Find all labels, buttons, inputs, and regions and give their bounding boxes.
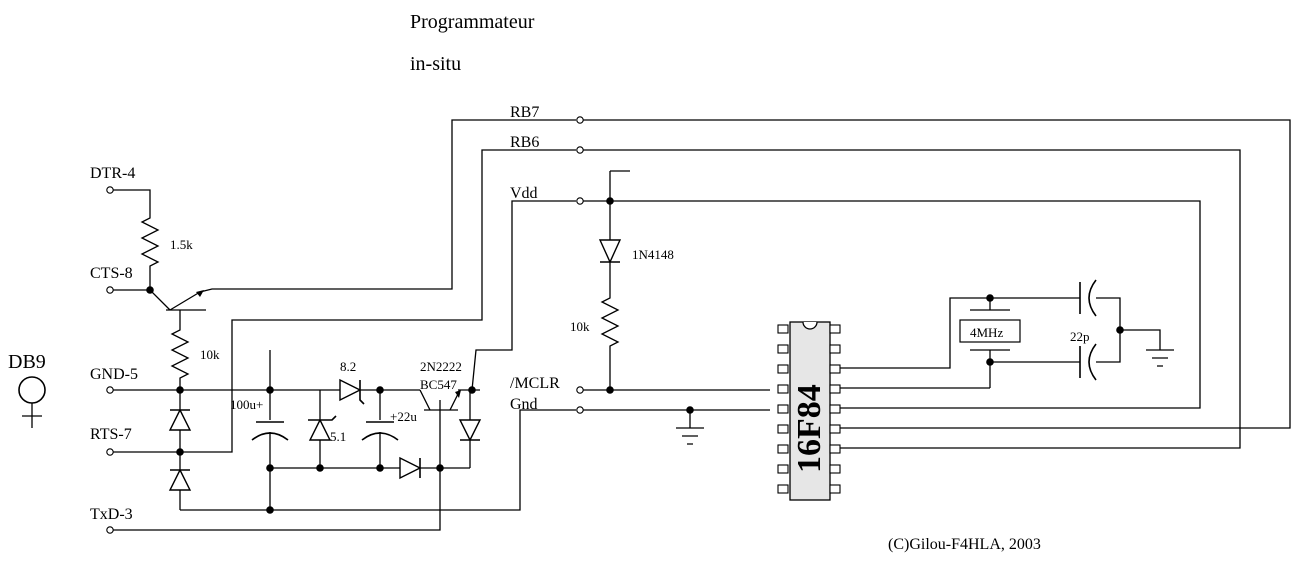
terminals (106, 116, 584, 534)
copyright-text: (C)Gilou-F4HLA, 2003 (888, 536, 1041, 553)
cap-22p-value: 22p (1070, 329, 1090, 344)
regulator-circuit (251, 350, 482, 514)
transistor-b-label: BC547 (420, 377, 457, 392)
left-circuit (110, 189, 441, 531)
chip-pins-right (829, 324, 841, 494)
header-rb7-label: RB7 (510, 104, 540, 121)
chip-pins-left (777, 324, 789, 494)
rb6-route (180, 149, 1241, 453)
db9-female-symbol (18, 376, 46, 428)
oscillator-circuit (840, 279, 1174, 389)
transistor-a-label: 2N2222 (420, 359, 462, 374)
pin-txd-label: TxD-3 (90, 506, 133, 523)
vdd-route (471, 170, 1201, 409)
connector-name: DB9 (8, 351, 46, 373)
pin-cts-label: CTS-8 (90, 265, 133, 282)
gnd-route (180, 406, 770, 511)
diode-1n4148 (598, 239, 622, 264)
pin-rts-label: RTS-7 (90, 426, 132, 443)
chip-label: 16F84 (791, 384, 828, 473)
title-line-1: Programmateur (410, 11, 535, 33)
diode-1n4148-label: 1N4148 (632, 247, 674, 262)
header-vdd-label: Vdd (510, 185, 538, 202)
rb7-route (199, 119, 1291, 429)
header-mclr-label: /MCLR (510, 375, 560, 392)
cap-100u-value: 100u+ (230, 397, 264, 412)
cap-22u-value: +22u (390, 409, 417, 424)
mclr-route (580, 197, 770, 394)
crystal-value: 4MHz (970, 325, 1004, 340)
resistor-cts-value: 1.5k (170, 237, 193, 252)
resistor-mclr-value: 10k (570, 319, 590, 334)
resistor-base-value: 10k (200, 347, 220, 362)
header-gnd-label: Gnd (510, 396, 538, 413)
pic-chip (777, 321, 841, 501)
title-line-2: in-situ (410, 53, 462, 75)
pin-gnd-label: GND-5 (90, 366, 138, 383)
pin-dtr-label: DTR-4 (90, 165, 136, 182)
header-rb6-label: RB6 (510, 134, 540, 151)
zener-51-value: 5.1 (330, 429, 347, 444)
zener-82-value: 8.2 (340, 359, 357, 374)
